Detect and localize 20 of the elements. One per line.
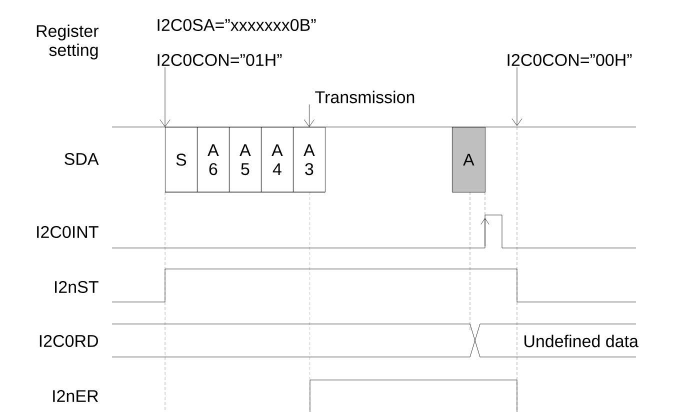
bit-cell: A 5 — [229, 127, 262, 192]
arrow — [160, 67, 170, 127]
signal-label: I2nST — [55, 280, 98, 294]
register-value: I2C0CON=”01H” — [158, 54, 282, 66]
bit-cell: A 6 — [197, 127, 230, 192]
register-value: Transmission — [315, 90, 414, 104]
register-value: I2C0CON=”00H” — [508, 54, 632, 66]
bit-cell: A 4 — [261, 127, 294, 192]
data-label: Undefined data — [524, 334, 638, 348]
bit-cell: S — [165, 127, 198, 192]
bit-cell: A 3 — [293, 127, 326, 192]
arrow — [512, 67, 522, 126]
arrow — [304, 104, 314, 127]
signal-label: I2nER — [53, 390, 98, 402]
register-value: I2C0SA=”xxxxxxx0B” — [158, 18, 316, 32]
row-label: Register setting — [36, 24, 99, 60]
signal-label: SDA — [64, 152, 99, 166]
signal-label: I2C0RD — [40, 334, 98, 348]
signal-label: I2C0INT — [37, 226, 98, 238]
bit-cell: A — [452, 127, 486, 192]
